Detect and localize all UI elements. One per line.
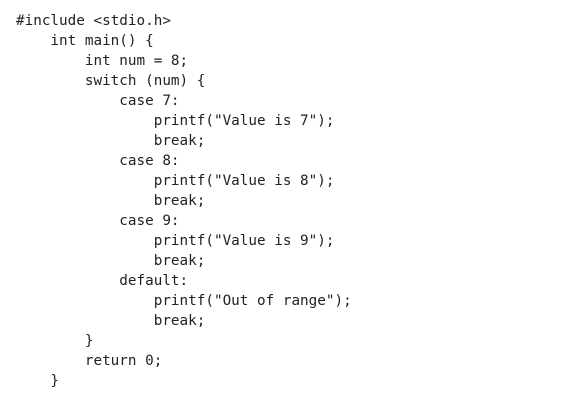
code-line-case-7: case 7: [16, 93, 180, 109]
code-line-break-3: break; [16, 253, 206, 269]
code-line-printf-default: printf("Out of range"); [16, 293, 352, 309]
code-line-num-declaration: int num = 8; [16, 53, 189, 69]
code-line-main-signature: int main() { [16, 33, 154, 49]
code-line-printf-9: printf("Value is 9"); [16, 233, 335, 249]
code-line-include: #include <stdio.h> [16, 13, 171, 29]
code-line-default: default: [16, 273, 189, 289]
code-line-printf-7: printf("Value is 7"); [16, 113, 335, 129]
code-line-case-8: case 8: [16, 153, 180, 169]
code-line-switch-close: } [16, 333, 94, 349]
code-line-return: return 0; [16, 353, 163, 369]
code-line-break-1: break; [16, 133, 206, 149]
code-line-break-2: break; [16, 193, 206, 209]
code-line-switch: switch (num) { [16, 73, 206, 89]
code-line-printf-8: printf("Value is 8"); [16, 173, 335, 189]
code-line-main-close: } [16, 373, 60, 389]
code-line-case-9: case 9: [16, 213, 180, 229]
code-line-break-4: break; [16, 313, 206, 329]
